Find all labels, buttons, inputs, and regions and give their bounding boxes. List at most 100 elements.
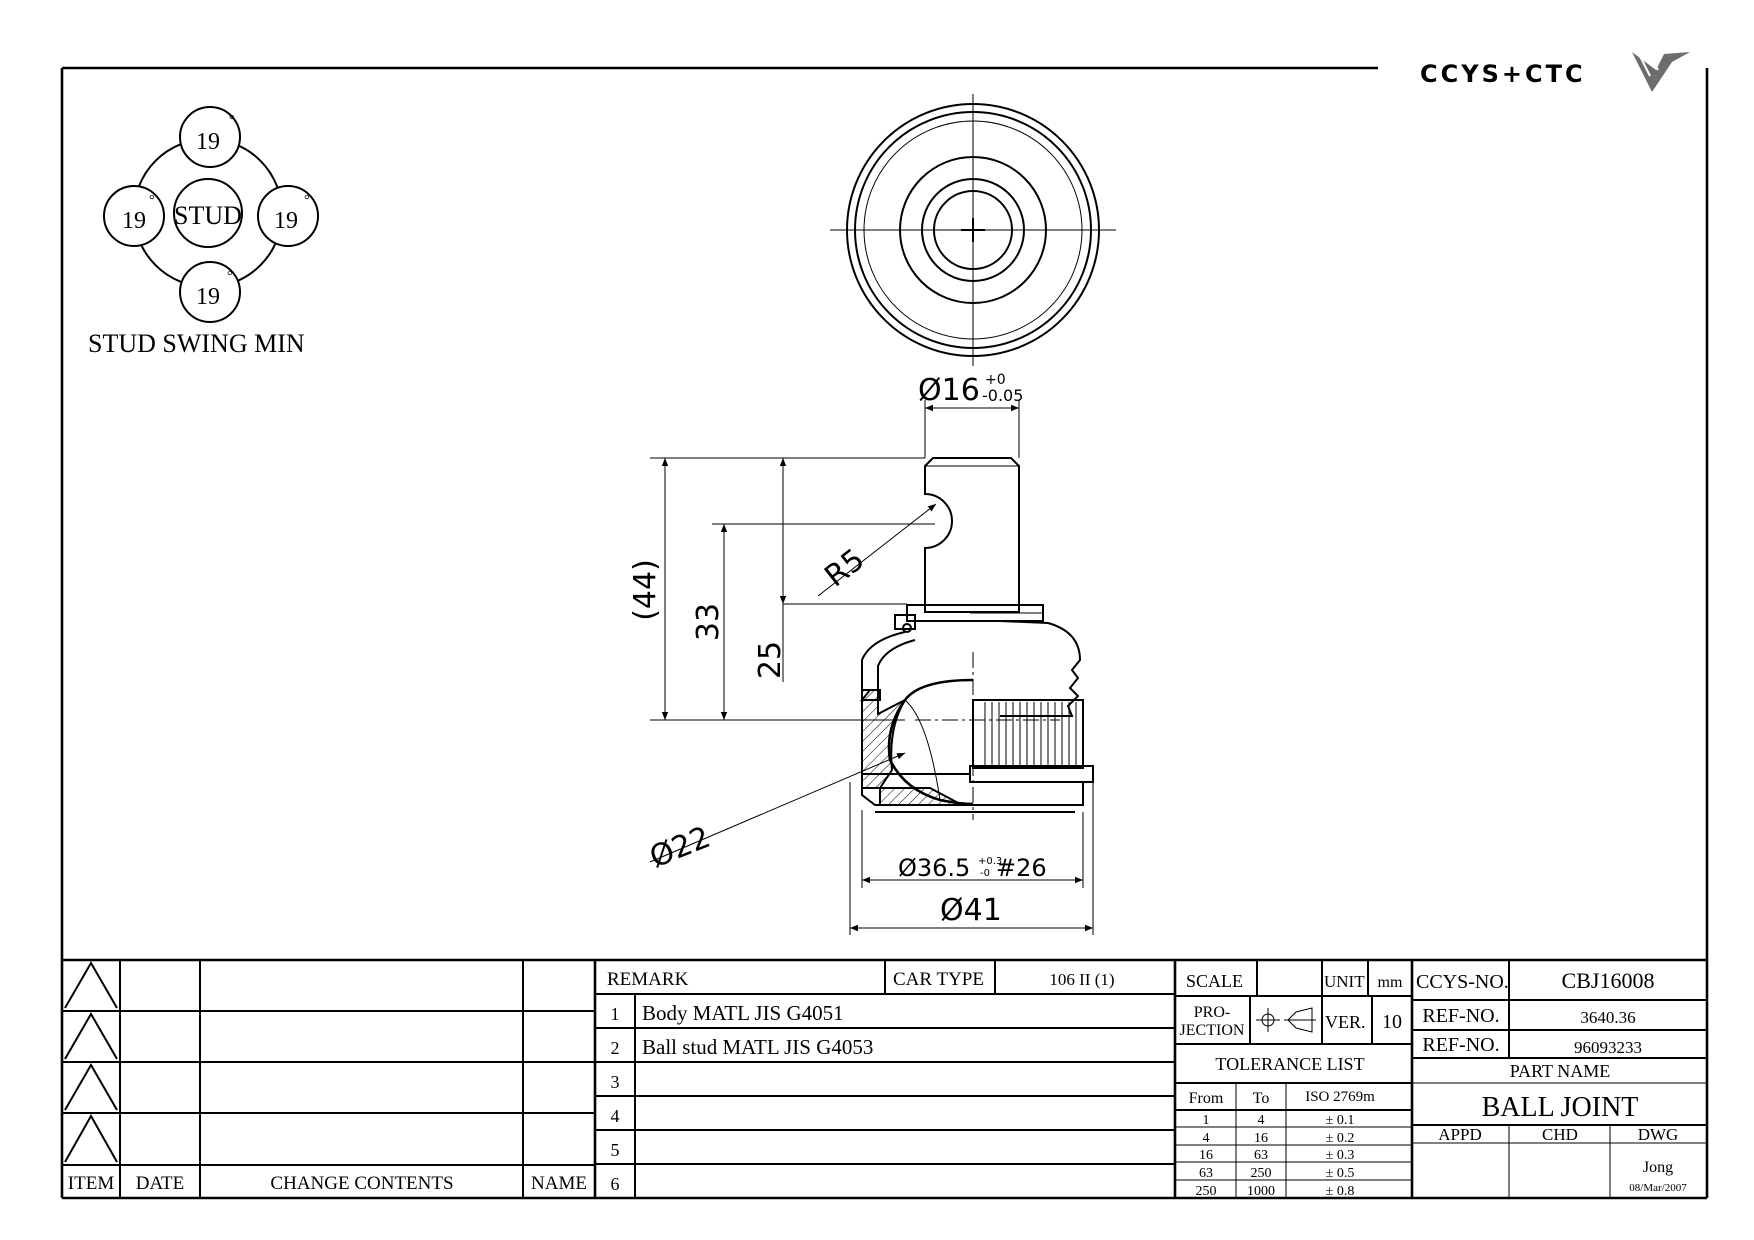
- svg-text:4: 4: [1203, 1131, 1210, 1146]
- ball: [887, 678, 974, 806]
- header-name: NAME: [531, 1173, 587, 1194]
- svg-text:°: °: [229, 113, 235, 128]
- bottom-plug-section: [879, 787, 963, 806]
- header-item: ITEM: [68, 1173, 115, 1194]
- revision-triangle-icon: [64, 1012, 118, 1060]
- projection-label: PRO-: [1194, 1004, 1230, 1021]
- tolerance-header-iso: ISO 2769m: [1305, 1089, 1375, 1105]
- stud-swing-caption: STUD SWING MIN: [88, 329, 305, 358]
- svg-text:63: 63: [1199, 1166, 1213, 1181]
- remark-header: REMARK: [607, 969, 689, 990]
- svg-text:°: °: [227, 269, 233, 284]
- svg-text:16: 16: [1199, 1148, 1213, 1163]
- part-name-value: BALL JOINT: [1482, 1092, 1639, 1123]
- dim-d16-tol-upper: +0: [985, 372, 1006, 388]
- remark-row-text: Ball stud MATL JIS G4053: [642, 1035, 873, 1059]
- dim-h44: (44): [628, 559, 663, 621]
- stud-center-circle: [173, 178, 243, 248]
- tolerance-list: TOLERANCE LIST From To ISO 2769m 1 4 ± 0…: [1175, 1054, 1412, 1199]
- dim-r5: R5: [818, 542, 871, 594]
- ccys-no-label: CCYS-NO.: [1416, 971, 1509, 993]
- swing-angle-right: 19: [274, 208, 298, 234]
- dim-h25: 25: [753, 641, 788, 679]
- ref-no-label-2: REF-NO.: [1422, 1034, 1499, 1056]
- logo-emblem-icon: [1632, 52, 1690, 92]
- ball-stud-shaft: [924, 457, 1020, 613]
- title-block: ITEM DATE CHANGE CONTENTS NAME REMARK CA…: [62, 958, 1707, 1199]
- remark-row-no: 4: [611, 1106, 620, 1126]
- stud-swing-diagram: STUD 19 ° 19 ° 19 ° 19 ° STUD SWING MIN: [88, 106, 319, 358]
- swing-angle-top: 19: [196, 129, 220, 155]
- scale-label: SCALE: [1186, 971, 1243, 991]
- revision-triangle-icon: [64, 1113, 118, 1163]
- dimensions: Ø16 +0 -0.05 (44) 33 25 R5 Ø22 Ø36.5 +0.…: [628, 372, 1094, 935]
- projection-label: JECTION: [1180, 1022, 1245, 1039]
- revision-table: ITEM DATE CHANGE CONTENTS NAME: [62, 960, 597, 1198]
- svg-text:± 0.3: ± 0.3: [1326, 1148, 1355, 1163]
- version-value: 10: [1382, 1011, 1402, 1033]
- part-info-block: CCYS-NO. CBJ16008 REF-NO. 3640.36 REF-NO…: [1412, 960, 1707, 1198]
- side-view: [859, 457, 1094, 820]
- chd-label: CHD: [1542, 1125, 1578, 1144]
- svg-text:± 0.2: ± 0.2: [1326, 1131, 1355, 1146]
- svg-text:4: 4: [1258, 1113, 1265, 1128]
- dim-d16-tol-lower: -0.05: [982, 386, 1023, 405]
- dim-h33: 33: [691, 603, 726, 641]
- revision-triangle-icon: [64, 1063, 118, 1111]
- logo-text: CCYS+CTC: [1420, 60, 1586, 88]
- remark-row-no: 6: [611, 1174, 620, 1194]
- third-angle-projection-icon: [1256, 1007, 1316, 1033]
- svg-text:1000: 1000: [1247, 1184, 1275, 1199]
- ref-no-value-1: 3640.36: [1580, 1008, 1635, 1027]
- ref-no-value-2: 96093233: [1574, 1038, 1642, 1057]
- swing-angle-bottom: 19: [196, 284, 220, 310]
- remark-row-text: Body MATL JIS G4051: [642, 1001, 844, 1025]
- svg-text:°: °: [149, 193, 155, 208]
- header-date: DATE: [136, 1173, 185, 1194]
- svg-text:16: 16: [1254, 1131, 1268, 1146]
- dim-d36-suffix: #26: [996, 854, 1047, 882]
- stud-label: STUD: [174, 201, 242, 230]
- ccys-no-value: CBJ16008: [1562, 968, 1655, 993]
- svg-text:± 0.1: ± 0.1: [1326, 1113, 1355, 1128]
- remark-row-no: 5: [611, 1140, 620, 1160]
- drawn-by: Jong: [1643, 1159, 1673, 1176]
- car-type-label: CAR TYPE: [893, 969, 984, 990]
- dim-d36: Ø36.5: [898, 854, 970, 882]
- top-view: [830, 94, 1116, 366]
- dwg-label: DWG: [1638, 1125, 1679, 1144]
- tolerance-title: TOLERANCE LIST: [1215, 1054, 1364, 1074]
- remark-row-no: 3: [611, 1072, 620, 1092]
- sheet-border: [60, 66, 1709, 1200]
- part-name-label: PART NAME: [1510, 1061, 1610, 1081]
- remark-row-no: 2: [611, 1038, 620, 1058]
- dim-d36-tol-upper: +0.3: [978, 856, 1002, 867]
- car-type-value: 106 II (1): [1049, 970, 1114, 989]
- version-label: VER.: [1325, 1012, 1366, 1032]
- swing-angle-left: 19: [122, 208, 146, 234]
- revision-triangle-icon: [64, 961, 118, 1009]
- drawn-date: 08/Mar/2007: [1629, 1182, 1687, 1194]
- dim-d16: Ø16: [918, 373, 980, 408]
- unit-label: UNIT: [1324, 972, 1365, 991]
- spec-block: SCALE UNIT mm PRO- JECTION VER. 10: [1175, 960, 1414, 1198]
- ribbed-body: [972, 699, 1084, 769]
- header-change-contents: CHANGE CONTENTS: [270, 1173, 453, 1194]
- svg-text:1: 1: [1203, 1113, 1210, 1128]
- dim-d41: Ø41: [940, 893, 1002, 928]
- dust-boot: [999, 620, 1082, 717]
- svg-text:± 0.8: ± 0.8: [1326, 1184, 1355, 1199]
- svg-text:250: 250: [1196, 1184, 1217, 1199]
- svg-text:± 0.5: ± 0.5: [1326, 1166, 1355, 1181]
- remarks-table: REMARK CAR TYPE 106 II (1) 1 Body MATL J…: [595, 960, 1177, 1198]
- svg-text:°: °: [304, 193, 310, 208]
- remark-row-no: 1: [611, 1004, 620, 1024]
- tolerance-header-to: To: [1253, 1090, 1270, 1107]
- svg-text:250: 250: [1251, 1166, 1272, 1181]
- tolerance-header-from: From: [1189, 1090, 1224, 1107]
- ref-no-label-1: REF-NO.: [1422, 1005, 1499, 1027]
- appd-label: APPD: [1438, 1125, 1481, 1144]
- dim-d22: Ø22: [645, 820, 715, 876]
- svg-text:63: 63: [1254, 1148, 1268, 1163]
